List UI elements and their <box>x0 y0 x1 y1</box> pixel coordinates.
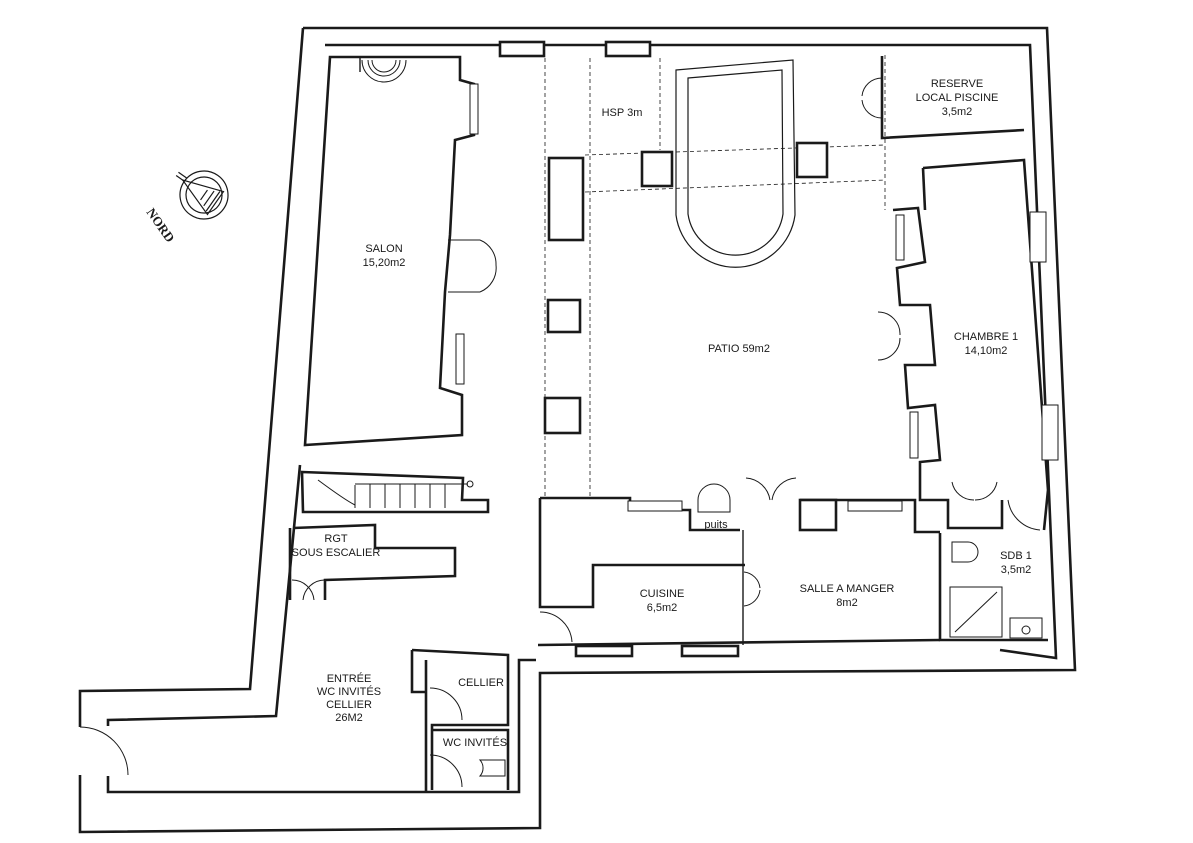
pillar-2 <box>604 40 652 58</box>
rgt-door <box>291 579 326 601</box>
chambre-sdb-door <box>951 481 998 501</box>
kitchen-window <box>627 500 683 512</box>
cellier-door <box>429 687 463 721</box>
pillar-1 <box>498 40 546 58</box>
pillar-6 <box>546 298 582 334</box>
cellier-label: CELLIER <box>458 677 504 689</box>
kitchen-ext-door <box>539 611 573 643</box>
compass-icon <box>175 170 229 220</box>
toilet-icon <box>951 541 979 563</box>
wc-toilet-icon <box>478 759 506 777</box>
staircase <box>300 470 490 514</box>
entree-walls <box>79 648 510 792</box>
fireplace-icon <box>361 59 407 83</box>
patio-structure <box>498 40 886 498</box>
pillar-3 <box>547 156 585 242</box>
chambre-window-1 <box>895 214 905 261</box>
chambre-window-ext-1 <box>1029 211 1047 263</box>
salon-window-1 <box>469 83 479 135</box>
kitchen-dining-walls <box>537 477 941 658</box>
patio-label: PATIO 59m2 <box>708 343 770 355</box>
chambre-window-2 <box>909 411 919 459</box>
hsp-label: HSP 3m <box>602 107 643 119</box>
dining-window <box>847 500 903 512</box>
pool-outline <box>675 59 796 268</box>
wc-label: WC INVITÉS <box>443 736 507 749</box>
rgt-walls <box>288 523 457 601</box>
wc-door <box>429 754 463 788</box>
chambre-door <box>877 311 901 361</box>
pillar-4 <box>640 150 674 188</box>
pillar-7 <box>543 396 582 435</box>
entrance-door <box>79 726 129 776</box>
pool <box>675 59 796 268</box>
chambre-walls <box>877 158 1059 531</box>
dining-door <box>745 477 797 501</box>
pillar-5 <box>795 141 829 179</box>
salon-window-2 <box>455 333 465 385</box>
salon-walls <box>303 55 497 447</box>
outer-walls <box>78 26 1077 834</box>
compass-label: NORD <box>144 205 178 245</box>
well-icon <box>697 483 731 513</box>
reserve-door <box>861 77 883 119</box>
salon-door <box>448 239 497 293</box>
puits-label: puits <box>704 519 728 531</box>
chambre-window-ext-2 <box>1041 404 1059 461</box>
sink-icon <box>1009 617 1043 639</box>
shower-icon <box>949 586 1003 638</box>
kitchen-door <box>743 571 761 607</box>
reserve-walls <box>861 56 1025 140</box>
